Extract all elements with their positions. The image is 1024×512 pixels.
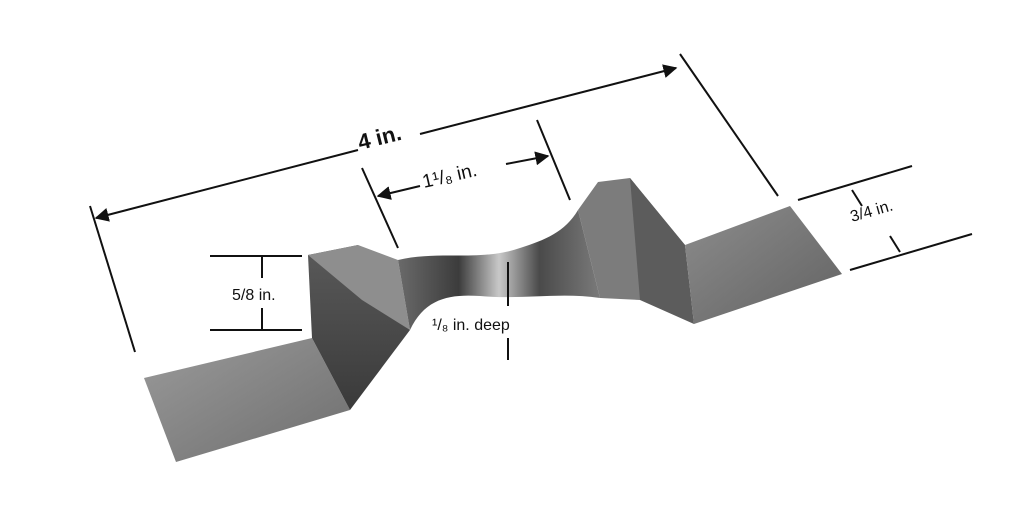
- dimension-dimple-depth: ¹/₈ in. deep: [432, 262, 510, 360]
- left-riser-wall: [308, 245, 410, 410]
- width-label: 3/4 in.: [848, 197, 895, 225]
- neck-section: [398, 210, 600, 330]
- dimple-depth-label: ¹/₈ in. deep: [432, 317, 510, 334]
- dimension-step-height: 5/8 in.: [210, 255, 302, 331]
- right-riser-wall: [630, 178, 694, 324]
- step-height-label: 5/8 in.: [232, 287, 276, 304]
- right-flat-plate: [685, 206, 842, 324]
- overall-length-label: 4 in.: [355, 120, 404, 155]
- left-flat-plate: [144, 338, 350, 462]
- metal-part: [144, 178, 842, 462]
- neck-length-label: 1¹/₈ in.: [420, 160, 479, 193]
- left-plateau: [308, 245, 410, 330]
